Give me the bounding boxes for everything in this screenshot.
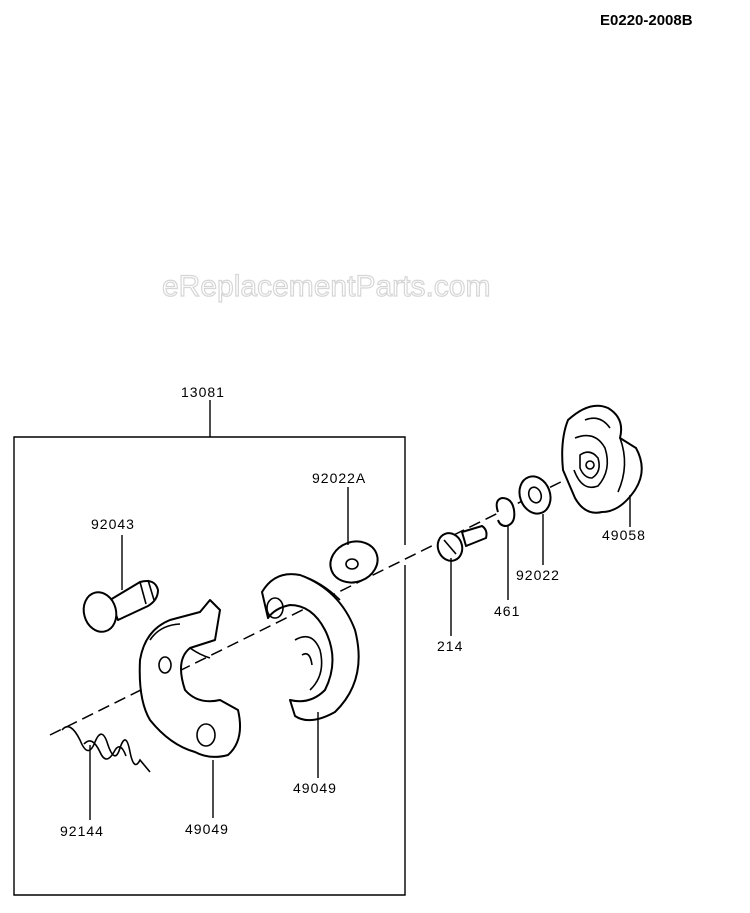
- clutch-housing: [561, 404, 643, 514]
- label-214: 214: [437, 638, 463, 654]
- leader-lines: [89, 487, 631, 820]
- label-shoe-49049: 49049: [293, 780, 337, 796]
- assembly-bracket: [13, 400, 406, 896]
- bolt-214: [436, 525, 488, 562]
- clutch-shoe: [261, 573, 360, 722]
- bolt-92043: [82, 579, 159, 633]
- label-461: 461: [494, 603, 520, 619]
- label-assembly-13081: 13081: [181, 384, 225, 400]
- label-92043: 92043: [91, 516, 135, 532]
- label-92022: 92022: [516, 567, 560, 583]
- label-92144: 92144: [60, 823, 104, 839]
- label-weight-49049: 49049: [185, 821, 229, 837]
- diagram-code: E0220-2008B: [600, 12, 693, 29]
- washer-92022: [518, 475, 552, 515]
- label-92022A: 92022A: [312, 470, 366, 486]
- label-49058: 49058: [602, 527, 646, 543]
- watermark: eReplacementParts.com: [162, 270, 490, 303]
- ring-461: [495, 497, 516, 527]
- clutch-weight: [138, 599, 241, 758]
- washer-92022A: [329, 540, 379, 584]
- spring-92144: [61, 725, 151, 773]
